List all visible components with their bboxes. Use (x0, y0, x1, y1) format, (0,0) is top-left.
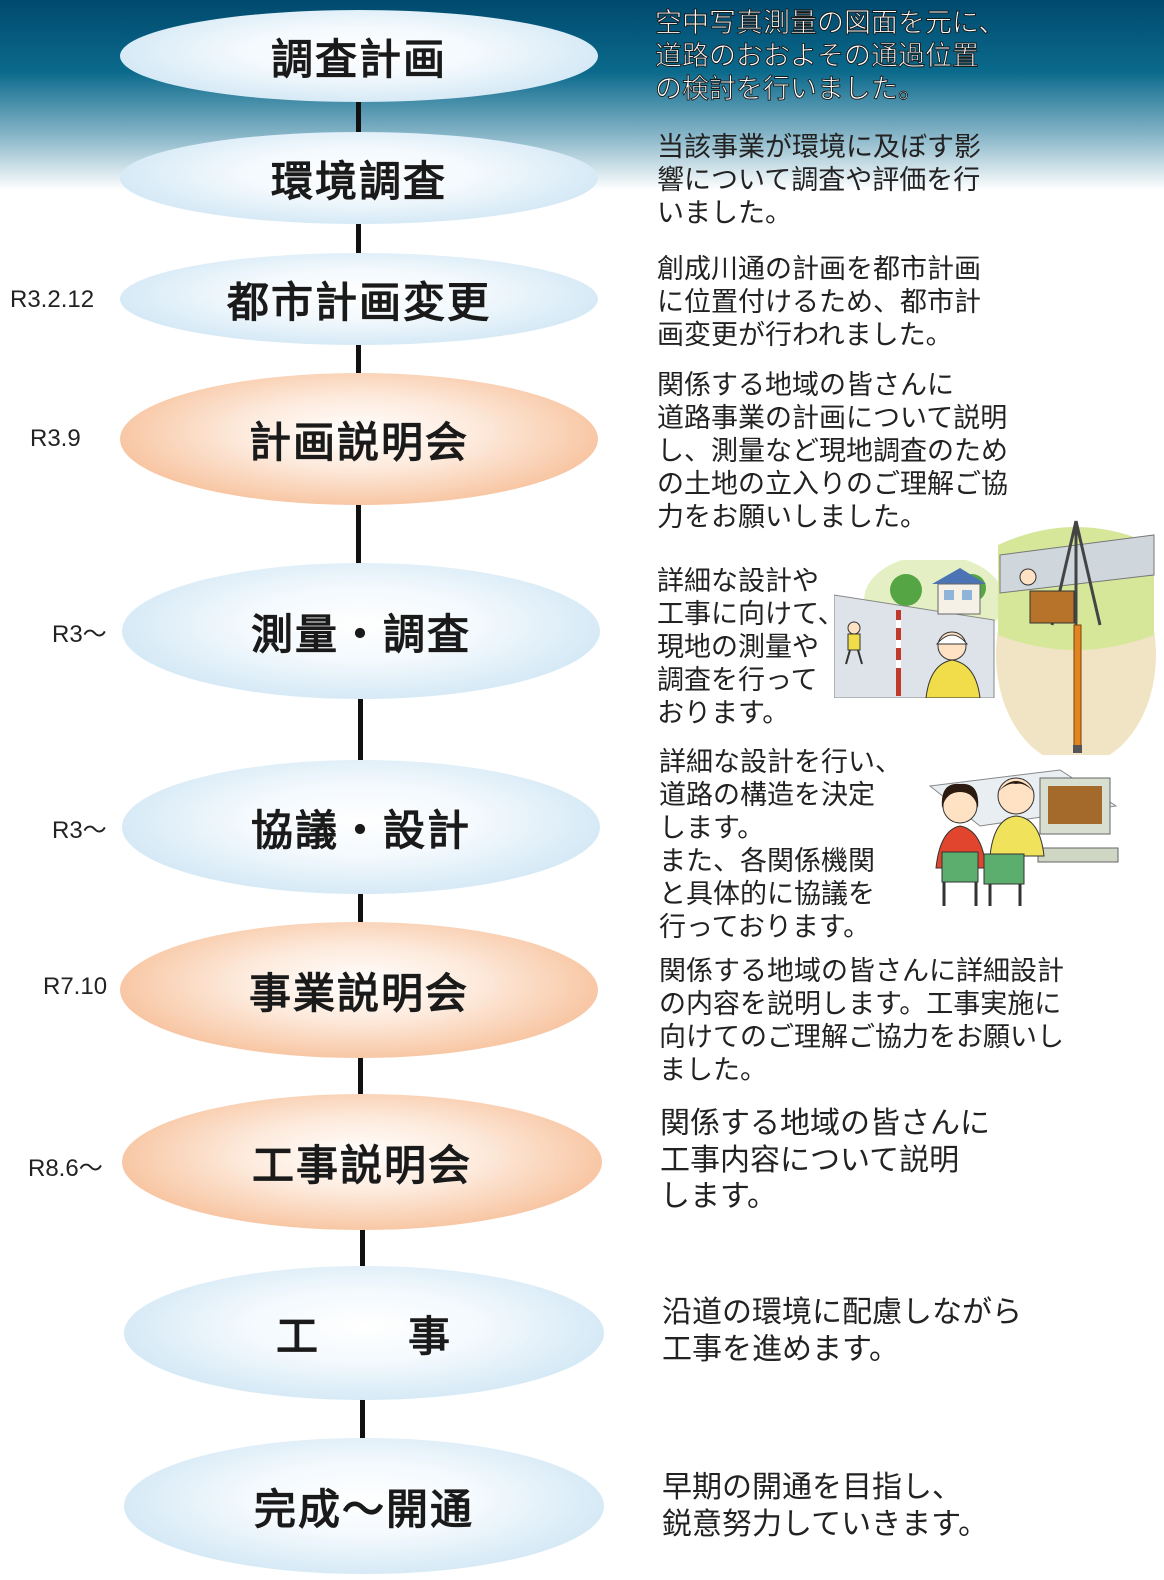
description-line: の検討を行いました。 (655, 73, 926, 105)
stage-label: 調査計画 (270, 34, 447, 84)
description-line: 道路事業の計画について説明 (657, 402, 1008, 434)
stage-label: 環境調査 (270, 156, 447, 206)
stage-date: R7.10 (43, 973, 108, 1000)
stage-node-completion-opening: 完成～開通 (124, 1438, 604, 1574)
stage-node-environmental-survey: 環境調査 (120, 132, 598, 224)
description-line: 空中写真測量の図面を元に、 (655, 8, 1006, 40)
description-line: 道路のおおよその通過位置 (655, 40, 980, 72)
description-line: 道路の構造を決定 (659, 779, 875, 811)
connector-line (360, 1228, 365, 1266)
connector-line (356, 345, 361, 373)
connector-line (356, 100, 361, 132)
description-line: また、各関係機関 (659, 845, 875, 877)
stage-label: 協議・設計 (250, 805, 471, 855)
description-line: 早期の開通を目指し、 (662, 1470, 962, 1505)
connector-line (358, 1056, 363, 1094)
description-line: と具体的に協議を (659, 878, 875, 910)
description-line: 鋭意努力していきます。 (662, 1506, 989, 1542)
description-line: の内容を説明します。工事実施に (659, 988, 1062, 1020)
description-line: 現地の測量や (657, 631, 819, 663)
designers-at-computers-illustration (928, 769, 1119, 906)
description-line: 関係する地域の皆さんに (657, 370, 954, 401)
stage-date: R3.9 (30, 425, 81, 452)
description-line: 響について調査や評価を行 (657, 164, 981, 196)
description-line: 行っております。 (659, 911, 871, 943)
stage-node-construction-briefing: 工事説明会 (122, 1094, 602, 1230)
description-line: 画変更が行われました。 (657, 319, 953, 351)
description-line: します。 (660, 1179, 777, 1215)
connector-line (356, 222, 361, 254)
survey-worker-illustration (834, 560, 1000, 698)
description-line: 調査を行って (657, 664, 818, 696)
stage-description: 早期の開通を目指し、 鋭意努力していきます。 (662, 1470, 988, 1543)
connector-line (360, 1398, 365, 1440)
stage-date: R3.2.12 (10, 286, 95, 313)
stage-description: 関係する地域の皆さんに 道路事業の計画について説明 し、測量など現地調査のため … (657, 370, 1008, 535)
stage-date: R3～ (52, 817, 107, 844)
description-line: の土地の立入りのご理解ご協 (657, 468, 1008, 500)
description-line: 当該事業が環境に及ぼす影 (657, 132, 981, 163)
stage-node-construction: 工 事 (124, 1266, 604, 1400)
description-line: 関係する地域の皆さんに (660, 1106, 990, 1141)
stage-node-consultation-design: 協議・設計 (122, 760, 600, 894)
description-line: 向けてのご理解ご協力をお願いし (659, 1021, 1064, 1053)
stage-label: 工 事 (275, 1311, 452, 1361)
description-line: し、測量など現地調査のため (657, 435, 1008, 467)
stage-node-survey-planning: 調査計画 (120, 10, 598, 102)
stage-description: 創成川通の計画を都市計画 に位置付けるため、都市計 画変更が行われました。 (657, 254, 981, 353)
drilling-rig-illustration (996, 520, 1156, 755)
connector-line (358, 697, 363, 762)
description-line: 創成川通の計画を都市計画 (657, 254, 981, 285)
stage-description: 詳細な設計や 工事に向けて、 現地の測量や 調査を行って おります。 (657, 566, 845, 731)
stage-description: 詳細な設計を行い、 道路の構造を決定 します。 また、各関係機関 と具体的に協議… (659, 747, 902, 945)
stage-description: 空中写真測量の図面を元に、 道路のおおよその通過位置 の検討を行いました。 (655, 8, 1006, 107)
stage-node-plan-briefing: 計画説明会 (120, 373, 598, 505)
description-line: 詳細な設計を行い、 (659, 747, 902, 778)
description-line: 詳細な設計や (657, 566, 819, 597)
stage-label: 工事説明会 (251, 1140, 472, 1190)
stage-label: 測量・調査 (250, 609, 471, 659)
stage-description: 沿道の環境に配慮しながら 工事を進めます。 (662, 1295, 1022, 1368)
connector-line (356, 503, 361, 565)
description-line: 工事を進めます。 (662, 1331, 899, 1367)
stage-date: R3～ (52, 621, 107, 648)
description-line: いました。 (657, 197, 792, 229)
description-line: 関係する地域の皆さんに詳細設計 (659, 956, 1064, 987)
description-line: に位置付けるため、都市計 (657, 286, 981, 318)
stage-label: 都市計画変更 (226, 277, 491, 327)
description-line: おります。 (657, 697, 790, 729)
stage-label: 完成～開通 (253, 1484, 474, 1534)
stage-node-surveying: 測量・調査 (122, 563, 600, 699)
description-line: 工事に向けて、 (657, 598, 845, 630)
stage-description: 関係する地域の皆さんに 工事内容について説明 します。 (660, 1106, 990, 1216)
stage-date: R8.6～ (28, 1155, 103, 1182)
description-line: 沿道の環境に配慮しながら (662, 1295, 1022, 1330)
connector-line (358, 892, 363, 925)
stage-description: 関係する地域の皆さんに詳細設計 の内容を説明します。工事実施に 向けてのご理解ご… (659, 956, 1064, 1088)
stage-node-project-briefing: 事業説明会 (120, 922, 598, 1058)
description-line: 力をお願いしました。 (657, 501, 927, 533)
stage-description: 当該事業が環境に及ぼす影 響について調査や評価を行 いました。 (657, 132, 981, 231)
description-line: 工事内容について説明 (660, 1142, 960, 1178)
stage-node-city-plan-change: 都市計画変更 (120, 253, 598, 345)
stage-label: 計画説明会 (248, 417, 469, 467)
description-line: ました。 (659, 1054, 767, 1086)
stage-label: 事業説明会 (248, 968, 469, 1018)
description-line: します。 (659, 812, 765, 844)
